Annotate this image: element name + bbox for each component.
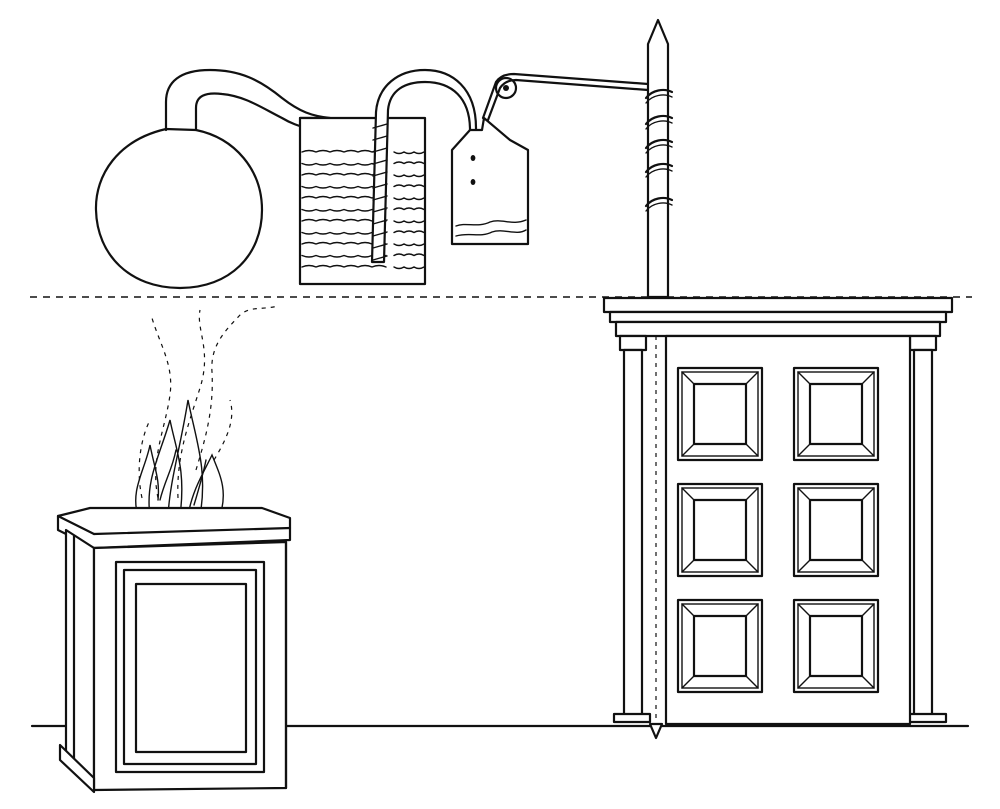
water-wave [393,266,425,270]
door-panels [676,366,880,694]
altar-icon [56,506,292,794]
water-drop [470,179,476,185]
water-wave [393,220,425,224]
door-icon [602,296,954,740]
rope-coil [644,88,674,100]
water-drop [470,155,476,161]
rope-coil [644,196,674,208]
water-wave [393,243,425,247]
pulley-icon [481,72,650,122]
water-wave [301,264,387,268]
rope-coil [645,94,673,104]
water-wave [393,207,425,211]
tube-hatch-line [372,207,388,213]
rope-coils [644,88,674,212]
water-wave [393,161,425,165]
water-waves [301,149,425,270]
tube-hatch-line [372,123,388,129]
water-wave [393,230,425,234]
water-wave [301,185,387,189]
rope-coil [645,120,673,130]
water-wave [301,172,387,176]
door-panel [676,598,764,694]
water-tank-icon [298,116,427,286]
rope-coil [644,114,674,126]
rope-coil [645,202,673,212]
door-panel [676,482,764,578]
tube-hatch-line [372,147,388,153]
water-wave [301,162,387,166]
tube-hatch-line [372,183,388,189]
rope-coil [645,168,673,178]
door-panel [792,482,880,578]
tube-hatch-line [372,255,388,261]
water-wave [393,197,425,201]
tube-hatch-line [372,159,388,165]
tube-hatch-line [372,171,388,177]
tube-hatch-line [372,195,388,201]
tube-hatch-line [372,243,388,249]
water-wave [301,208,387,212]
tube-hatch-line [372,231,388,237]
rope-coil [645,144,673,154]
rope-coil [644,162,674,174]
door-panel [676,366,764,462]
tube-hatch-line [372,219,388,225]
tube-hatch-line [372,135,388,141]
bucket-icon [450,116,530,246]
water-wave [393,151,425,155]
water-wave [301,149,387,153]
tube-hatching [372,123,388,261]
door-panel [792,598,880,694]
smoke-icon [138,305,279,499]
water-wave [393,253,425,257]
flask-icon [94,68,332,290]
water-wave [393,184,425,188]
door-panel [792,366,880,462]
water-wave [301,195,387,199]
water-wave [393,174,425,178]
rope-coil [644,138,674,150]
axle-icon [644,18,674,299]
